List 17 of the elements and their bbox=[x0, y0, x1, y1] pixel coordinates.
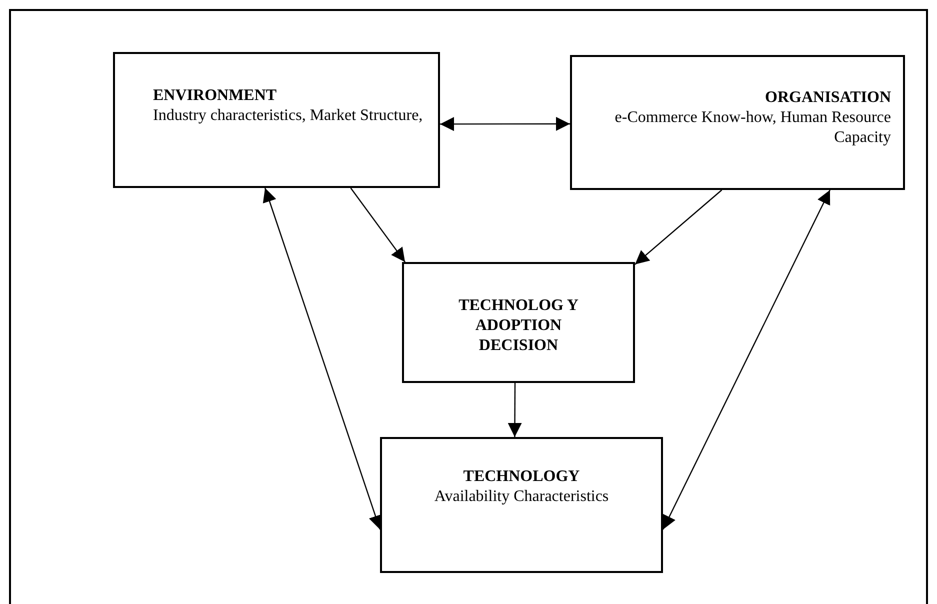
concept-box bbox=[113, 52, 440, 188]
concept-box bbox=[570, 55, 905, 190]
arrow bbox=[634, 190, 722, 265]
arrow bbox=[662, 190, 830, 530]
box-text: TECHNOLOG Y ADOPTION DECISION bbox=[458, 296, 580, 356]
arrow bbox=[440, 116, 570, 132]
arrow bbox=[262, 188, 382, 530]
box-text: Availability Characteristics bbox=[433, 487, 610, 507]
box-heading: ORGANISATION bbox=[764, 88, 891, 108]
box-text: e-Commerce Know-how, Human Resource Capacity bbox=[614, 108, 891, 148]
box-text: Industry characteristics, Market Structure, bbox=[153, 106, 424, 126]
concept-box bbox=[402, 262, 635, 383]
arrow bbox=[508, 383, 522, 437]
box-heading: ENVIRONMENT bbox=[153, 86, 278, 106]
box-heading: TECHNOLOGY bbox=[462, 467, 581, 487]
arrow bbox=[350, 188, 406, 262]
concept-box bbox=[380, 437, 663, 573]
